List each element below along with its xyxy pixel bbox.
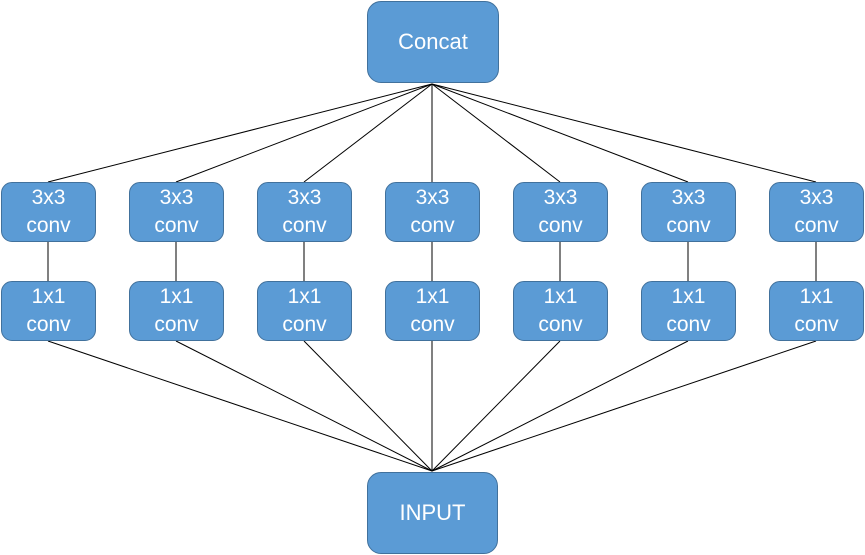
conv1x1-op-label: conv <box>410 313 455 336</box>
concat-node: Concat <box>367 1 499 83</box>
conv3x3-node-5: 3x3 conv <box>513 182 608 242</box>
concat-label: Concat <box>398 29 468 54</box>
conv3x3-kernel-label: 3x3 <box>31 186 66 209</box>
conv1x1-kernel-label: 1x1 <box>415 285 450 308</box>
conv3x3-node-3: 3x3 conv <box>257 182 352 242</box>
conv1x1-op-label: conv <box>26 313 71 336</box>
conv3x3-kernel-label: 3x3 <box>799 186 834 209</box>
conv3x3-kernel-label: 3x3 <box>415 186 450 209</box>
conv3x3-node-7: 3x3 conv <box>769 182 864 242</box>
edge-concat-to-conv3x3-7 <box>431 83 817 183</box>
edge-input-to-conv1x1-6 <box>431 340 689 472</box>
conv1x1-kernel-label: 1x1 <box>159 285 194 308</box>
edge-input-to-conv1x1-3 <box>303 340 433 472</box>
conv3x3-kernel-label: 3x3 <box>287 186 322 209</box>
conv3x3-op-label: conv <box>154 214 199 237</box>
conv1x1-node-5: 1x1 conv <box>513 281 608 341</box>
conv1x1-op-label: conv <box>282 313 327 336</box>
conv1x1-kernel-label: 1x1 <box>543 285 578 308</box>
conv1x1-node-2: 1x1 conv <box>129 281 224 341</box>
edge-input-to-conv1x1-5 <box>431 340 561 472</box>
input-node: INPUT <box>367 472 498 554</box>
conv3x3-op-label: conv <box>794 214 839 237</box>
conv3x3-op-label: conv <box>26 214 71 237</box>
input-label: INPUT <box>399 500 466 525</box>
conv1x1-op-label: conv <box>666 313 711 336</box>
conv1x1-op-label: conv <box>154 313 199 336</box>
edge-input-to-conv1x1-2 <box>175 340 433 472</box>
conv1x1-op-label: conv <box>538 313 583 336</box>
edge-concat-to-conv3x3-2 <box>175 83 433 183</box>
conv3x3-node-1: 3x3 conv <box>1 182 96 242</box>
edge-concat-to-conv3x3-1 <box>47 83 433 183</box>
conv1x1-node-1: 1x1 conv <box>1 281 96 341</box>
conv1x1-node-6: 1x1 conv <box>641 281 736 341</box>
edge-concat-to-conv3x3-3 <box>303 83 433 183</box>
conv3x3-kernel-label: 3x3 <box>159 186 194 209</box>
conv1x1-op-label: conv <box>794 313 839 336</box>
conv3x3-node-4: 3x3 conv <box>385 182 480 242</box>
conv3x3-kernel-label: 3x3 <box>671 186 706 209</box>
conv1x1-node-4: 1x1 conv <box>385 281 480 341</box>
conv3x3-op-label: conv <box>410 214 455 237</box>
conv3x3-op-label: conv <box>538 214 583 237</box>
conv3x3-op-label: conv <box>666 214 711 237</box>
edge-input-to-conv1x1-7 <box>431 340 817 472</box>
conv1x1-kernel-label: 1x1 <box>31 285 66 308</box>
conv1x1-node-7: 1x1 conv <box>769 281 864 341</box>
conv3x3-node-6: 3x3 conv <box>641 182 736 242</box>
edge-concat-to-conv3x3-5 <box>431 83 561 183</box>
conv1x1-kernel-label: 1x1 <box>287 285 322 308</box>
conv3x3-op-label: conv <box>282 214 327 237</box>
conv1x1-kernel-label: 1x1 <box>799 285 834 308</box>
conv3x3-kernel-label: 3x3 <box>543 186 578 209</box>
conv3x3-node-2: 3x3 conv <box>129 182 224 242</box>
edge-concat-to-conv3x3-6 <box>431 83 689 183</box>
conv1x1-node-3: 1x1 conv <box>257 281 352 341</box>
edge-input-to-conv1x1-1 <box>47 340 433 472</box>
conv1x1-kernel-label: 1x1 <box>671 285 706 308</box>
